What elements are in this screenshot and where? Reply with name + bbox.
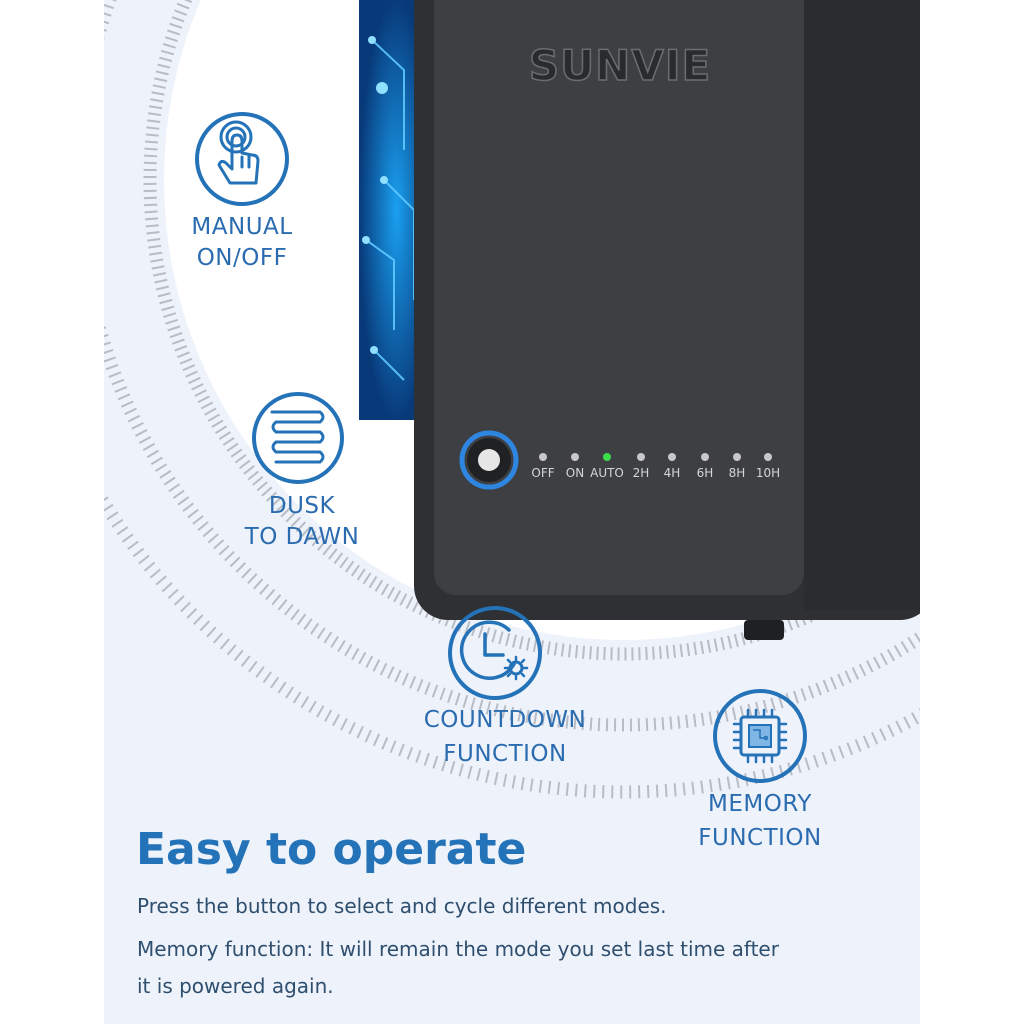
mode-label-on: ON [566, 466, 584, 480]
chip-icon [713, 689, 807, 783]
mode-led-off [539, 453, 547, 461]
dusk-dawn-waves-icon [252, 392, 344, 484]
timer-device [414, 0, 920, 640]
feature-label-line: ON/OFF [196, 245, 288, 271]
mode-label-auto: AUTO [590, 466, 624, 480]
mode-led-on [571, 453, 579, 461]
device-front-face [434, 0, 804, 595]
feature-label-countdown: COUNTDOWN FUNCTION [405, 703, 605, 771]
mode-led-4h [668, 453, 676, 461]
hand-tap-icon [195, 112, 289, 206]
feature-label-line: FUNCTION [698, 825, 822, 851]
mode-label-10h: 10H [756, 466, 780, 480]
feature-label-dusk: DUSK TO DAWN [222, 491, 382, 553]
mode-button[interactable] [456, 424, 526, 498]
description-line-3: it is powered again. [137, 974, 334, 998]
mode-label-off: OFF [531, 466, 554, 480]
feature-label-line: DUSK [268, 493, 336, 519]
brand-logo: SUNVIE [528, 40, 711, 91]
mode-led-auto [603, 453, 611, 461]
feature-label-manual: MANUAL ON/OFF [162, 212, 322, 274]
mode-label-8h: 8H [729, 466, 746, 480]
feature-label-line: MANUAL [191, 214, 293, 240]
mode-led-6h [701, 453, 709, 461]
feature-label-line: TO DAWN [244, 524, 360, 550]
description-line-2: Memory function: It will remain the mode… [137, 937, 779, 961]
feature-label-line: COUNTDOWN [423, 707, 587, 733]
mode-label-4h: 4H [664, 466, 681, 480]
feature-label-line: MEMORY [708, 791, 812, 817]
feature-label-memory: MEMORY FUNCTION [680, 787, 840, 855]
headline: Easy to operate [136, 824, 527, 875]
mode-led-8h [733, 453, 741, 461]
clock-gear-icon [448, 606, 542, 700]
mode-label-6h: 6H [697, 466, 714, 480]
mode-led-2h [637, 453, 645, 461]
brand-logo-text: SUNVIE [529, 41, 711, 90]
mode-label-2h: 2H [633, 466, 650, 480]
feature-label-line: FUNCTION [443, 741, 567, 767]
description-line-1: Press the button to select and cycle dif… [137, 894, 667, 918]
background-panel [104, 0, 920, 1024]
mode-led-10h [764, 453, 772, 461]
mode-indicators: OFF ON AUTO 2H 4H 6H 8H 10H [531, 453, 780, 480]
background-art [104, 0, 920, 799]
